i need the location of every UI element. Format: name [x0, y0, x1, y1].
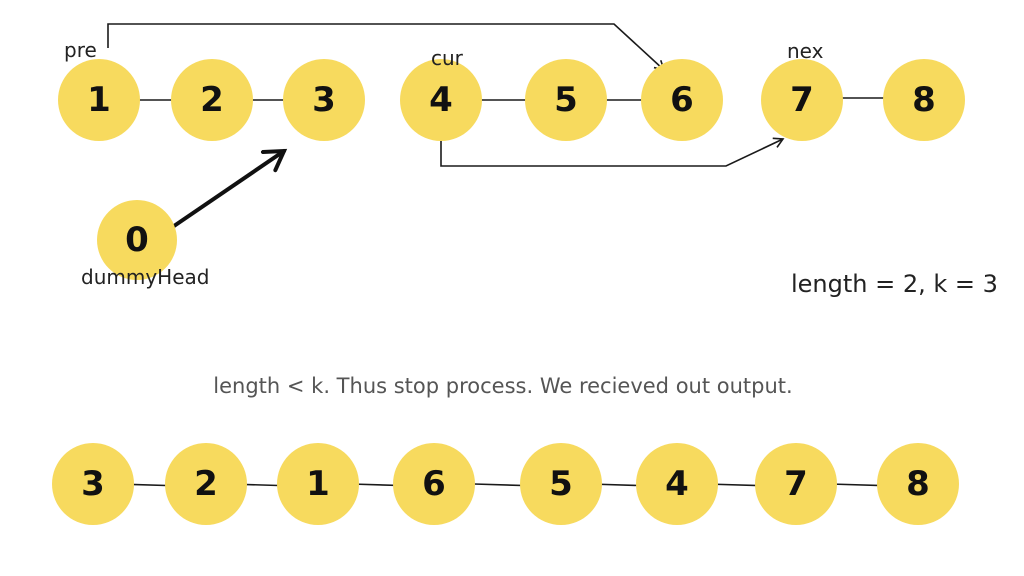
process-caption: length < k. Thus stop process. We reciev… — [213, 374, 792, 398]
bottom-node-4: 6 — [393, 443, 475, 525]
bottom-node-1: 3 — [52, 443, 134, 525]
length-k-info: length = 2, k = 3 — [791, 270, 998, 298]
edge-pre-to-6 — [107, 23, 666, 72]
bottom-node-7: 7 — [755, 443, 837, 525]
node-value: 1 — [306, 464, 330, 504]
bottom-node-2: 2 — [165, 443, 247, 525]
bottom-node-6: 4 — [636, 443, 718, 525]
node-value: 5 — [554, 80, 578, 120]
node-value: 2 — [200, 80, 224, 120]
pre-label: pre — [64, 38, 97, 62]
bottom-node-5: 5 — [520, 443, 602, 525]
edge-dummy-to-3 — [172, 148, 288, 228]
node-value: 8 — [912, 80, 936, 120]
node-value: 6 — [422, 464, 446, 504]
top-node-2: 2 — [171, 59, 253, 141]
nex-label: nex — [787, 39, 824, 63]
top-node-5: 5 — [525, 59, 607, 141]
node-value: 6 — [670, 80, 694, 120]
node-value: 4 — [429, 80, 453, 120]
node-value: 7 — [784, 464, 808, 504]
node-value: 8 — [906, 464, 930, 504]
node-value: 4 — [665, 464, 689, 504]
dummy-head-label: dummyHead — [81, 265, 209, 289]
node-value: 0 — [125, 220, 149, 260]
cur-label: cur — [431, 46, 464, 70]
top-node-8: 8 — [883, 59, 965, 141]
node-value: 1 — [87, 80, 111, 120]
top-node-7: 7 — [761, 59, 843, 141]
node-value: 7 — [790, 80, 814, 120]
bottom-node-3: 1 — [277, 443, 359, 525]
node-value: 5 — [549, 464, 573, 504]
node-value: 2 — [194, 464, 218, 504]
node-value: 3 — [81, 464, 105, 504]
top-node-6: 6 — [641, 59, 723, 141]
dummy-node: 0 — [97, 200, 177, 280]
node-value: 3 — [312, 80, 336, 120]
top-node-4: 4 — [400, 59, 482, 141]
edge-4-to-7 — [440, 137, 785, 167]
top-node-3: 3 — [283, 59, 365, 141]
top-node-1: 1 — [58, 59, 140, 141]
bottom-node-8: 8 — [877, 443, 959, 525]
